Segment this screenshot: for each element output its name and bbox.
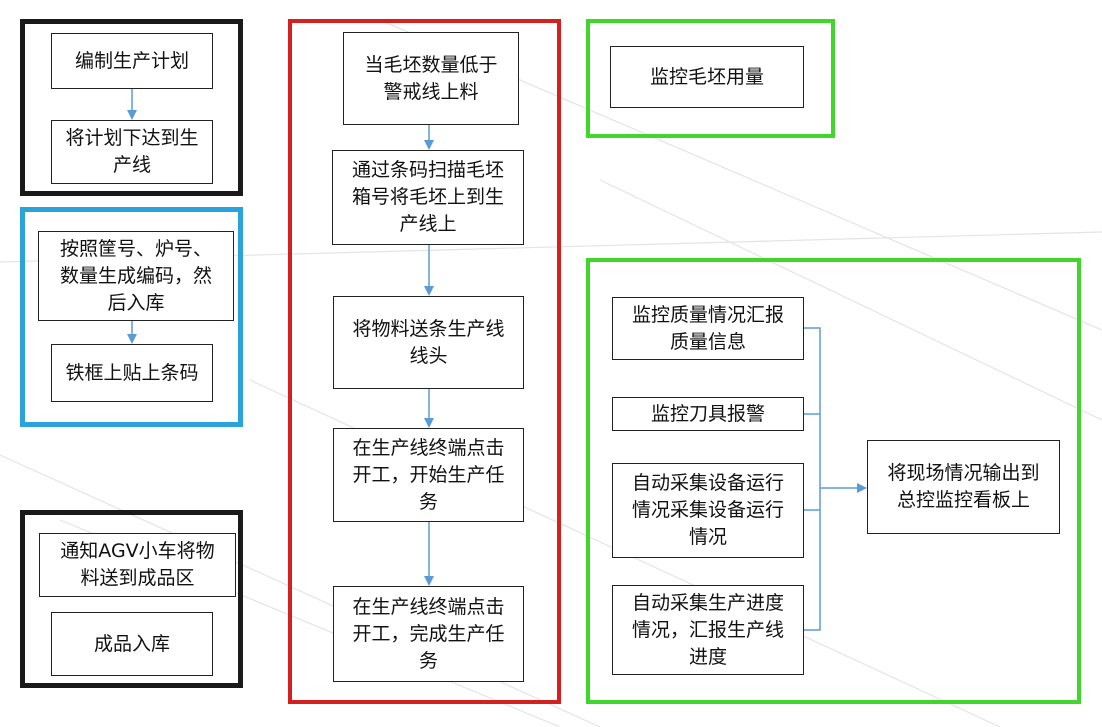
node-production-progress: 自动采集生产进度 情况，汇报生产线 进度 xyxy=(612,585,804,675)
node-generate-code-storage: 按照筐号、炉号、 数量生成编码，然 后入库 xyxy=(38,231,234,321)
group-production-plan xyxy=(20,19,243,196)
group-monitor-blank xyxy=(586,19,835,138)
group-line-process xyxy=(288,19,561,704)
node-scan-barcode-load: 通过条码扫描毛坯 箱号将毛坯上到生 产线上 xyxy=(332,150,524,245)
node-issue-plan-to-line: 将计划下达到生 产线 xyxy=(51,120,213,184)
node-equipment-status: 自动采集设备运行 情况采集设备运行 情况 xyxy=(612,463,804,558)
group-encode-storage xyxy=(20,207,243,427)
node-make-production-plan: 编制生产计划 xyxy=(51,33,213,89)
node-finish-task: 在生产线终端点击 开工，完成生产任 务 xyxy=(333,586,524,682)
node-start-task: 在生产线终端点击 开工，开始生产任 务 xyxy=(333,428,524,522)
node-quality-report: 监控质量情况汇报 质量信息 xyxy=(612,297,804,360)
node-send-to-line-head: 将物料送条生产线 线头 xyxy=(333,296,524,389)
node-tool-alarm: 监控刀具报警 xyxy=(612,397,804,431)
group-finished-goods xyxy=(20,510,243,688)
node-monitor-blank-usage: 监控毛坯用量 xyxy=(610,46,804,108)
group-monitoring xyxy=(586,258,1081,704)
node-output-dashboard: 将现场情况输出到 总控监控看板上 xyxy=(867,440,1060,534)
node-notify-agv: 通知AGV小车将物 料送到成品区 xyxy=(39,533,236,597)
node-attach-barcode: 铁框上贴上条码 xyxy=(51,344,213,402)
node-finished-storage: 成品入库 xyxy=(51,612,213,676)
node-low-blank-feed: 当毛坯数量低于 警戒线上料 xyxy=(343,32,519,125)
